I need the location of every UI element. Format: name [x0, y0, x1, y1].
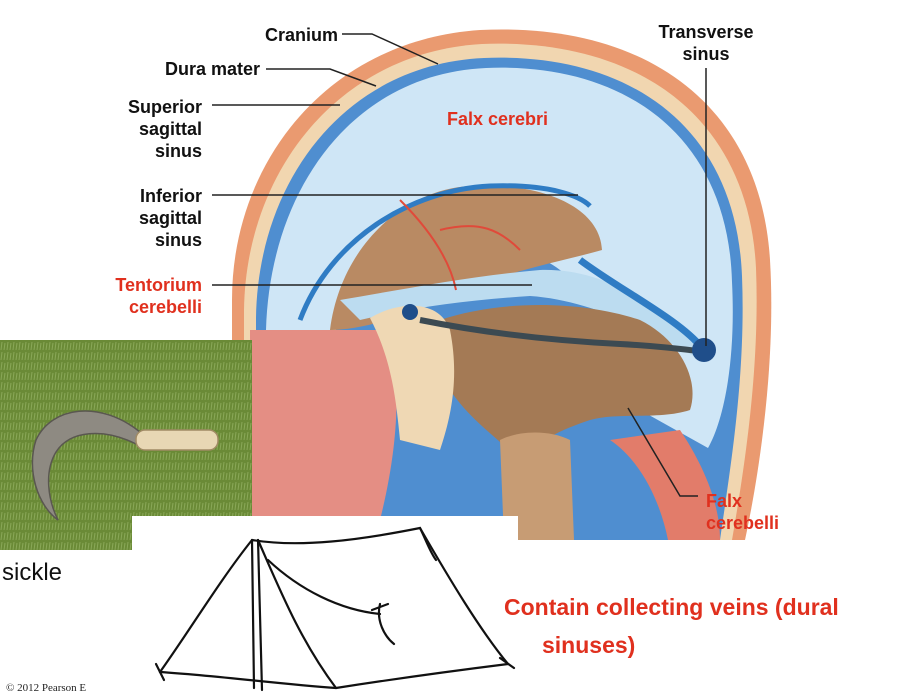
label-falx-cerebelli: Falx cerebelli [706, 491, 780, 533]
tent-guy-rope [370, 602, 396, 646]
sickle-blade [31, 410, 141, 521]
nasal-cavity [250, 330, 397, 520]
straight-sinus-vessel [577, 257, 705, 351]
label-inferior-sagittal-sinus: Inferior sagittal sinus [138, 186, 202, 250]
sickle-caption: sickle [2, 559, 63, 586]
leader-dura-mater [266, 68, 377, 87]
leader-falx-cerebelli [627, 407, 698, 497]
copyright-notice: © 2012 Pearson E [6, 682, 87, 694]
dark-vein [419, 317, 707, 355]
transverse-sinus-section [692, 338, 716, 362]
dural-sinus-note: Contain collecting veins (dural sinuses) [504, 588, 839, 664]
sphenoid-bone [370, 305, 455, 450]
tent-front-edge-left [158, 538, 254, 674]
tent-panel [132, 516, 518, 695]
tent-front-pole [250, 538, 264, 692]
label-falx-cerebri: Falx cerebri [447, 109, 549, 129]
tent-ridge [250, 526, 438, 562]
neck-muscle [610, 430, 720, 540]
note-line-1: Contain collecting veins (dural [504, 594, 839, 620]
tent-stake-right [498, 656, 516, 670]
tent-front-edge-right [256, 538, 338, 690]
leader-cranium [342, 33, 439, 65]
leader-lines [212, 33, 707, 497]
tent-back-edge [418, 526, 510, 666]
falx-cerebri [266, 67, 733, 448]
label-dura-mater: Dura mater [164, 59, 260, 79]
note-line-2: sinuses) [542, 632, 636, 658]
red-artery [399, 199, 521, 291]
tent-stake-left [154, 662, 166, 682]
brainstem [500, 432, 574, 540]
tent-ground-line [158, 662, 510, 690]
sickle-handle [135, 429, 219, 451]
label-cranium: Cranium [264, 25, 338, 45]
label-tentorium-cerebelli: Tentorium cerebelli [115, 275, 202, 317]
head-illustration [232, 29, 772, 541]
label-superior-sagittal-sinus: Superior sagittal sinus [127, 97, 202, 161]
tent-flap [266, 558, 382, 616]
sickle-photo [0, 340, 252, 550]
tentorium-cerebelli [340, 269, 700, 360]
cavernous-sinus-section [402, 304, 418, 320]
tent-sketch [132, 516, 518, 695]
label-transverse-sinus: Transverse sinus [658, 22, 754, 64]
